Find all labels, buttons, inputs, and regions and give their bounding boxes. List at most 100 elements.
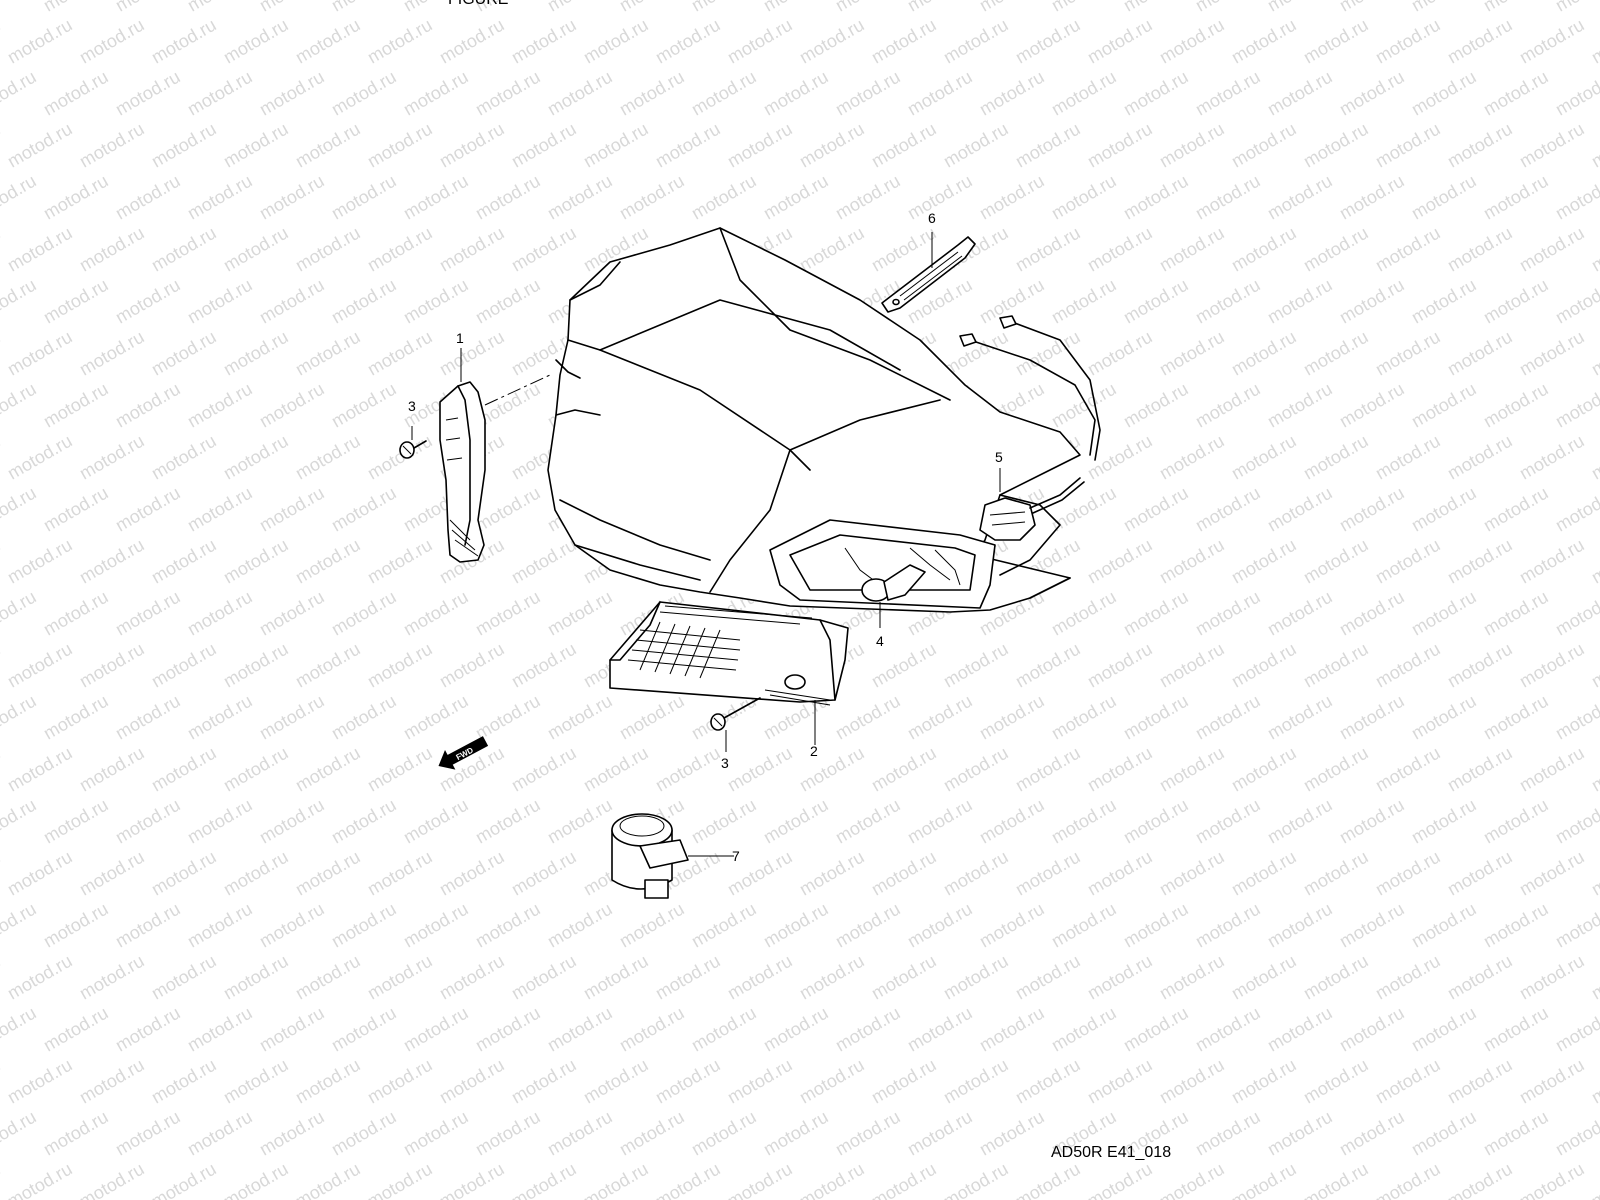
watermark-text: motod.ru	[580, 1055, 652, 1108]
watermark-text: motod.ru	[1444, 223, 1516, 276]
watermark-text: motod.ru	[292, 327, 364, 380]
watermark-text: motod.ru	[40, 691, 112, 744]
watermark-text: motod.ru	[1048, 795, 1120, 848]
watermark-text: motod.ru	[1336, 171, 1408, 224]
watermark-text: motod.ru	[544, 899, 616, 952]
watermark-text: motod.ru	[148, 15, 220, 68]
watermark-text: motod.ru	[1084, 535, 1156, 588]
watermark-text: motod.ru	[0, 1055, 4, 1108]
watermark-text: motod.ru	[364, 119, 436, 172]
watermark-text: motod.ru	[1228, 1055, 1300, 1108]
watermark-text: motod.ru	[1336, 0, 1408, 15]
watermark-text: motod.ru	[184, 483, 256, 536]
watermark-text: motod.ru	[436, 639, 508, 692]
watermark-text: motod.ru	[472, 1107, 544, 1160]
watermark-text: motod.ru	[1156, 639, 1228, 692]
watermark-text: motod.ru	[1588, 639, 1600, 692]
watermark-text: motod.ru	[364, 743, 436, 796]
watermark-text: motod.ru	[724, 743, 796, 796]
watermark-text: motod.ru	[760, 899, 832, 952]
watermark-text: motod.ru	[400, 795, 472, 848]
watermark-text: motod.ru	[1156, 15, 1228, 68]
headlight-bulb	[861, 564, 926, 628]
watermark-text: motod.ru	[1336, 379, 1408, 432]
watermark-text: motod.ru	[472, 587, 544, 640]
watermark-text: motod.ru	[1048, 1003, 1120, 1056]
watermark-text: motod.ru	[832, 691, 904, 744]
watermark-text: motod.ru	[1408, 1003, 1480, 1056]
watermark-text: motod.ru	[1336, 483, 1408, 536]
watermark-text: motod.ru	[112, 379, 184, 432]
watermark-text: motod.ru	[1372, 327, 1444, 380]
watermark-text: motod.ru	[1228, 15, 1300, 68]
watermark-text: motod.ru	[508, 119, 580, 172]
watermark-text: motod.ru	[148, 743, 220, 796]
watermark-text: motod.ru	[0, 639, 4, 692]
watermark-text: motod.ru	[1048, 171, 1120, 224]
watermark-text: motod.ru	[580, 743, 652, 796]
watermark-text: motod.ru	[1228, 431, 1300, 484]
watermark-text: motod.ru	[400, 691, 472, 744]
watermark-text: motod.ru	[1552, 795, 1600, 848]
watermark-text: motod.ru	[112, 899, 184, 952]
watermark-text: motod.ru	[112, 691, 184, 744]
watermark-text: motod.ru	[148, 639, 220, 692]
watermark-text: motod.ru	[112, 587, 184, 640]
watermark-text: motod.ru	[1480, 1107, 1552, 1160]
watermark-text: motod.ru	[1588, 431, 1600, 484]
watermark-text: motod.ru	[148, 327, 220, 380]
watermark-text: motod.ru	[1588, 743, 1600, 796]
watermark-text: motod.ru	[220, 15, 292, 68]
watermark-text: motod.ru	[1336, 587, 1408, 640]
watermark-text: motod.ru	[256, 1003, 328, 1056]
watermark-text: motod.ru	[796, 15, 868, 68]
watermark-text: motod.ru	[256, 0, 328, 15]
watermark-text: motod.ru	[652, 1159, 724, 1200]
watermark-text: motod.ru	[112, 483, 184, 536]
watermark-text: motod.ru	[1372, 1159, 1444, 1200]
watermark-text: motod.ru	[1300, 15, 1372, 68]
watermark-text: motod.ru	[220, 743, 292, 796]
watermark-text: motod.ru	[4, 1055, 76, 1108]
watermark-text: motod.ru	[724, 15, 796, 68]
watermark-text: motod.ru	[1264, 0, 1336, 15]
watermark-text: motod.ru	[868, 847, 940, 900]
watermark-text: motod.ru	[436, 951, 508, 1004]
watermark-text: motod.ru	[1084, 639, 1156, 692]
watermark-text: motod.ru	[940, 119, 1012, 172]
watermark-text: motod.ru	[328, 795, 400, 848]
watermark-text: motod.ru	[0, 379, 40, 432]
watermark-text: motod.ru	[904, 795, 976, 848]
watermark-text: motod.ru	[184, 67, 256, 120]
watermark-text: motod.ru	[4, 223, 76, 276]
watermark-text: motod.ru	[976, 899, 1048, 952]
watermark-text: motod.ru	[0, 1003, 40, 1056]
watermark-text: motod.ru	[1012, 639, 1084, 692]
watermark-text: motod.ru	[0, 15, 4, 68]
watermark-text: motod.ru	[1012, 951, 1084, 1004]
watermark-text: motod.ru	[40, 483, 112, 536]
watermark-text: motod.ru	[40, 275, 112, 328]
watermark-text: motod.ru	[1264, 379, 1336, 432]
watermark-text: motod.ru	[40, 899, 112, 952]
watermark-text: motod.ru	[400, 899, 472, 952]
watermark-text: motod.ru	[436, 1055, 508, 1108]
watermark-text: motod.ru	[364, 951, 436, 1004]
watermark-text: motod.ru	[472, 899, 544, 952]
watermark-text: motod.ru	[1192, 795, 1264, 848]
watermark-text: motod.ru	[508, 743, 580, 796]
watermark-text: motod.ru	[1516, 431, 1588, 484]
watermark-text: motod.ru	[688, 67, 760, 120]
watermark-text: motod.ru	[4, 847, 76, 900]
watermark-text: motod.ru	[796, 743, 868, 796]
watermark-text: motod.ru	[1120, 1003, 1192, 1056]
watermark-text: motod.ru	[1372, 431, 1444, 484]
watermark-text: motod.ru	[1264, 899, 1336, 952]
watermark-text: motod.ru	[1120, 483, 1192, 536]
watermark-text: motod.ru	[1048, 67, 1120, 120]
watermark-text: motod.ru	[1408, 379, 1480, 432]
watermark-text: motod.ru	[1192, 171, 1264, 224]
watermark-text: motod.ru	[436, 847, 508, 900]
watermark-text: motod.ru	[1516, 223, 1588, 276]
